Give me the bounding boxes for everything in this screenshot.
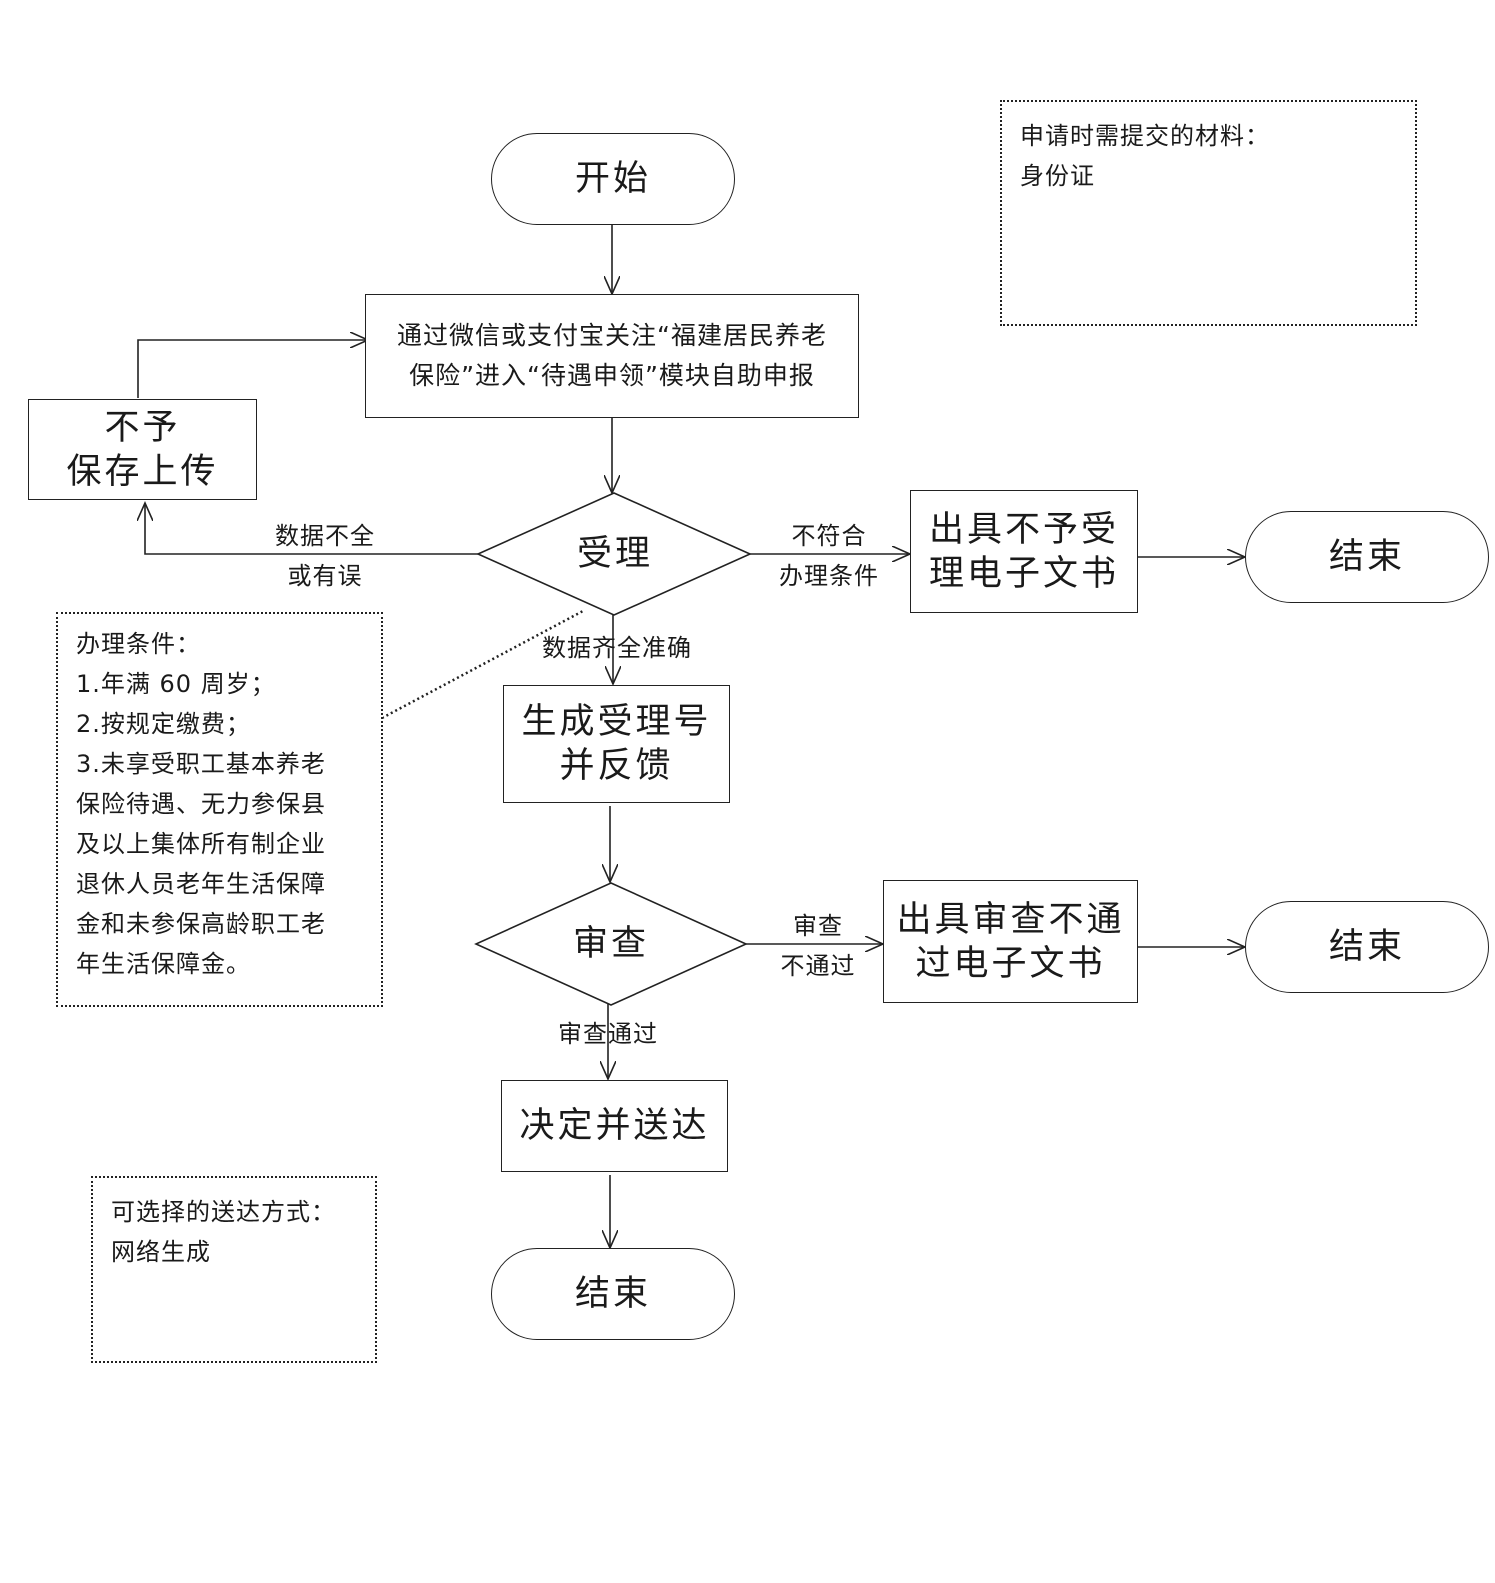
- decide-label: 决定并送达: [519, 1106, 710, 1146]
- end-1-label: 结束: [1328, 537, 1405, 577]
- review-fail-line-2: 过电子文书: [915, 943, 1106, 984]
- not-accepted-doc-step: 出具不予受 理电子文书: [910, 490, 1138, 613]
- delivery-title: 可选择的送达方式：: [111, 1198, 336, 1226]
- end-node-1: 结束: [1245, 511, 1489, 603]
- reject-upload-line-1: 不予: [104, 407, 181, 448]
- edge-not-eligible-line-2: 办理条件: [779, 562, 879, 590]
- apply-line-2: 保险”进入“待遇申领”模块自助申报: [409, 361, 815, 390]
- reject-upload-line-2: 保存上传: [66, 451, 219, 492]
- edge-incomplete-line-2: 或有误: [287, 562, 363, 590]
- generate-line-2: 并反馈: [559, 746, 674, 786]
- accept-decision: 受理: [540, 530, 690, 578]
- conditions-line: 年生活保障金。: [76, 950, 251, 978]
- arrow-accept-to-reject-upload: [145, 503, 478, 555]
- end-node-3: 结束: [491, 1248, 735, 1340]
- conditions-line: 退休人员老年生活保障: [76, 870, 326, 898]
- conditions-line: 及以上集体所有制企业: [76, 830, 326, 858]
- arrow-reject-upload-to-apply: [137, 340, 368, 398]
- edge-label-not-eligible: 不符合 办理条件: [762, 516, 896, 596]
- end-2-label: 结束: [1328, 927, 1405, 967]
- edge-not-eligible-line-1: 不符合: [791, 522, 867, 550]
- delivery-item: 网络生成: [111, 1238, 211, 1266]
- edge-complete-text: 数据齐全准确: [542, 634, 692, 662]
- delivery-note: 可选择的送达方式： 网络生成: [91, 1176, 377, 1363]
- edge-label-review-pass: 审查通过: [548, 1014, 668, 1054]
- conditions-line: 2.按规定缴费；: [76, 710, 251, 738]
- review-label: 审查: [572, 924, 649, 964]
- conditions-line: 办理条件：: [76, 630, 201, 658]
- edge-label-incomplete: 数据不全 或有误: [255, 516, 395, 596]
- edge-review-fail-line-1: 审查: [793, 912, 843, 940]
- generate-number-step: 生成受理号 并反馈: [503, 685, 730, 803]
- review-fail-line-1: 出具审查不通: [896, 899, 1125, 940]
- reject-upload-step: 不予 保存上传: [28, 399, 257, 500]
- conditions-line: 保险待遇、无力参保县: [76, 790, 326, 818]
- not-accepted-line-2: 理电子文书: [928, 553, 1119, 594]
- end-3-label: 结束: [574, 1274, 651, 1314]
- end-node-2: 结束: [1245, 901, 1489, 993]
- review-diamond: [474, 882, 748, 1006]
- apply-line-1: 通过微信或支付宝关注“福建居民养老: [397, 321, 827, 350]
- conditions-note: 办理条件： 1.年满 60 周岁； 2.按规定缴费； 3.未享受职工基本养老 保…: [56, 612, 383, 1007]
- apply-step: 通过微信或支付宝关注“福建居民养老 保险”进入“待遇申领”模块自助申报: [365, 294, 859, 418]
- materials-note: 申请时需提交的材料： 身份证: [1000, 100, 1417, 326]
- edge-incomplete-line-1: 数据不全: [275, 522, 375, 550]
- edge-label-complete: 数据齐全准确: [529, 628, 705, 668]
- review-decision: 审查: [536, 920, 686, 968]
- conditions-line: 金和未参保高龄职工老: [76, 910, 326, 938]
- conditions-line: 1.年满 60 周岁；: [76, 670, 276, 698]
- start-node: 开始: [491, 133, 735, 225]
- edge-label-review-fail: 审查 不通过: [766, 906, 870, 986]
- accept-label: 受理: [576, 534, 653, 574]
- conditions-line: 3.未享受职工基本养老: [76, 750, 326, 778]
- edge-review-pass-text: 审查通过: [558, 1020, 658, 1048]
- start-label: 开始: [574, 159, 651, 199]
- decide-deliver-step: 决定并送达: [501, 1080, 728, 1172]
- materials-title: 申请时需提交的材料：: [1020, 122, 1270, 150]
- generate-line-1: 生成受理号: [521, 702, 712, 742]
- accept-diamond: [476, 492, 752, 616]
- not-accepted-line-1: 出具不予受: [928, 509, 1119, 550]
- materials-item: 身份证: [1020, 162, 1095, 190]
- edge-review-fail-line-2: 不通过: [780, 952, 856, 980]
- review-fail-doc-step: 出具审查不通 过电子文书: [883, 880, 1138, 1003]
